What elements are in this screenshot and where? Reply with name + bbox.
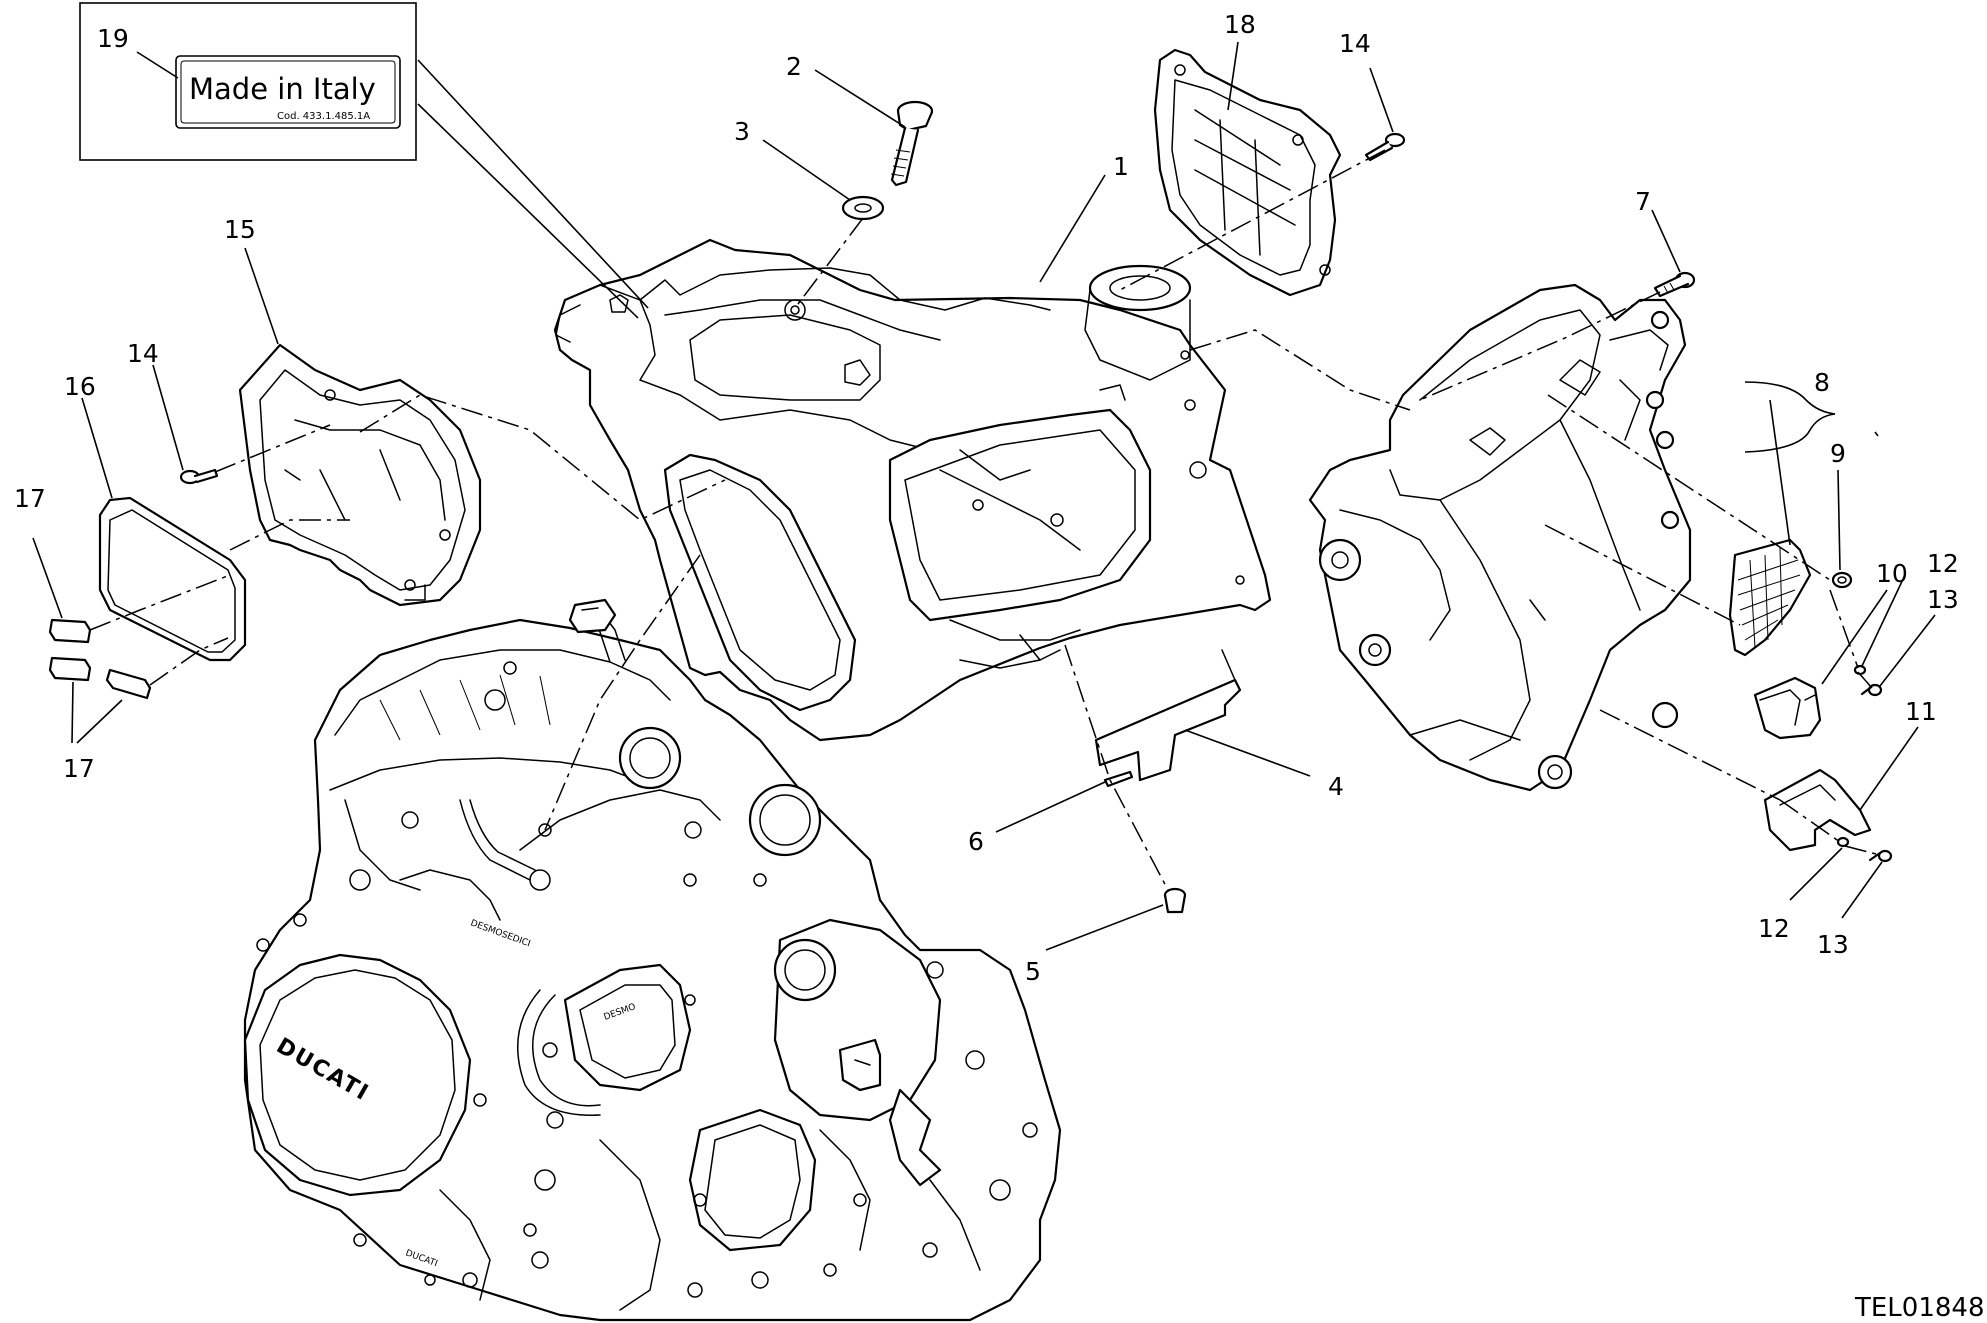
nut-part-9[interactable] — [1831, 571, 1853, 589]
bolt-part-7[interactable] — [1653, 271, 1696, 298]
callout-12-bottom[interactable]: 12 — [1758, 914, 1790, 943]
washer-part-12-top[interactable] — [1853, 664, 1867, 676]
callout-2[interactable]: 2 — [786, 52, 802, 81]
washer-part-3[interactable] — [841, 195, 885, 221]
callout-17-top[interactable]: 17 — [14, 484, 46, 513]
callout-15[interactable]: 15 — [224, 215, 256, 244]
washer-part-12-bottom[interactable] — [1836, 836, 1850, 848]
bracket-part-11[interactable] — [1763, 768, 1872, 852]
callout-9[interactable]: 9 — [1830, 439, 1846, 468]
callout-14-left[interactable]: 14 — [127, 339, 159, 368]
grille-part-8[interactable] — [1728, 538, 1812, 657]
bracket-part-15[interactable] — [238, 343, 482, 607]
engine-assembly: DUCATI — [243, 598, 1062, 1322]
callout-18[interactable]: 18 — [1224, 10, 1256, 39]
callout-14-top[interactable]: 14 — [1339, 29, 1371, 58]
callout-6[interactable]: 6 — [968, 827, 984, 856]
rear-bracket-part[interactable] — [1308, 283, 1692, 792]
callout-10[interactable]: 10 — [1876, 559, 1908, 588]
callout-8[interactable]: 8 — [1814, 368, 1830, 397]
callout-13-top[interactable]: 13 — [1927, 585, 1959, 614]
callout-3[interactable]: 3 — [734, 117, 750, 146]
made-in-italy-label-box: Made in Italy Cod. 433.1.485.1A — [79, 2, 417, 161]
assembly-lines — [89, 149, 1881, 891]
gasket-part-16[interactable] — [98, 496, 247, 662]
frame-part-1[interactable] — [553, 238, 1272, 742]
label-code-text: Cod. 433.1.485.1A — [277, 111, 370, 122]
callout-19[interactable]: 19 — [97, 24, 129, 53]
screw-part-5[interactable] — [1163, 887, 1187, 914]
screw-part-14-left[interactable] — [179, 468, 219, 485]
callout-7[interactable]: 7 — [1635, 187, 1651, 216]
screw-part-14-top[interactable] — [1364, 132, 1406, 162]
callout-1[interactable]: 1 — [1113, 152, 1129, 181]
leader-lines — [32, 41, 1936, 951]
callout-17-bottom[interactable]: 17 — [63, 754, 95, 783]
callout-16[interactable]: 16 — [64, 372, 96, 401]
callout-13-bottom[interactable]: 13 — [1817, 930, 1849, 959]
bolt-part-2[interactable] — [890, 100, 934, 187]
drawing-code: TEL01848 — [1854, 1293, 1985, 1323]
sensor-part-10[interactable] — [1753, 676, 1822, 740]
pin-part-6[interactable] — [1103, 770, 1134, 788]
pad-part-17-a[interactable] — [48, 618, 92, 644]
screw-part-13-bottom[interactable] — [1868, 849, 1893, 863]
callout-4[interactable]: 4 — [1328, 772, 1344, 801]
callout-5[interactable]: 5 — [1025, 957, 1041, 986]
callout-numbers: 19 2 3 1 18 14 7 15 14 16 17 17 8 9 10 1… — [14, 10, 1959, 986]
support-part-18[interactable] — [1153, 48, 1342, 297]
callout-12-top[interactable]: 12 — [1927, 549, 1959, 578]
callout-11[interactable]: 11 — [1905, 697, 1937, 726]
made-in-italy-sticker[interactable] — [175, 55, 401, 129]
plate-part-4[interactable] — [1094, 649, 1242, 782]
pad-part-17-c[interactable] — [105, 668, 152, 700]
made-in-italy-text: Made in Italy — [189, 72, 376, 106]
pad-part-17-b[interactable] — [48, 656, 92, 682]
